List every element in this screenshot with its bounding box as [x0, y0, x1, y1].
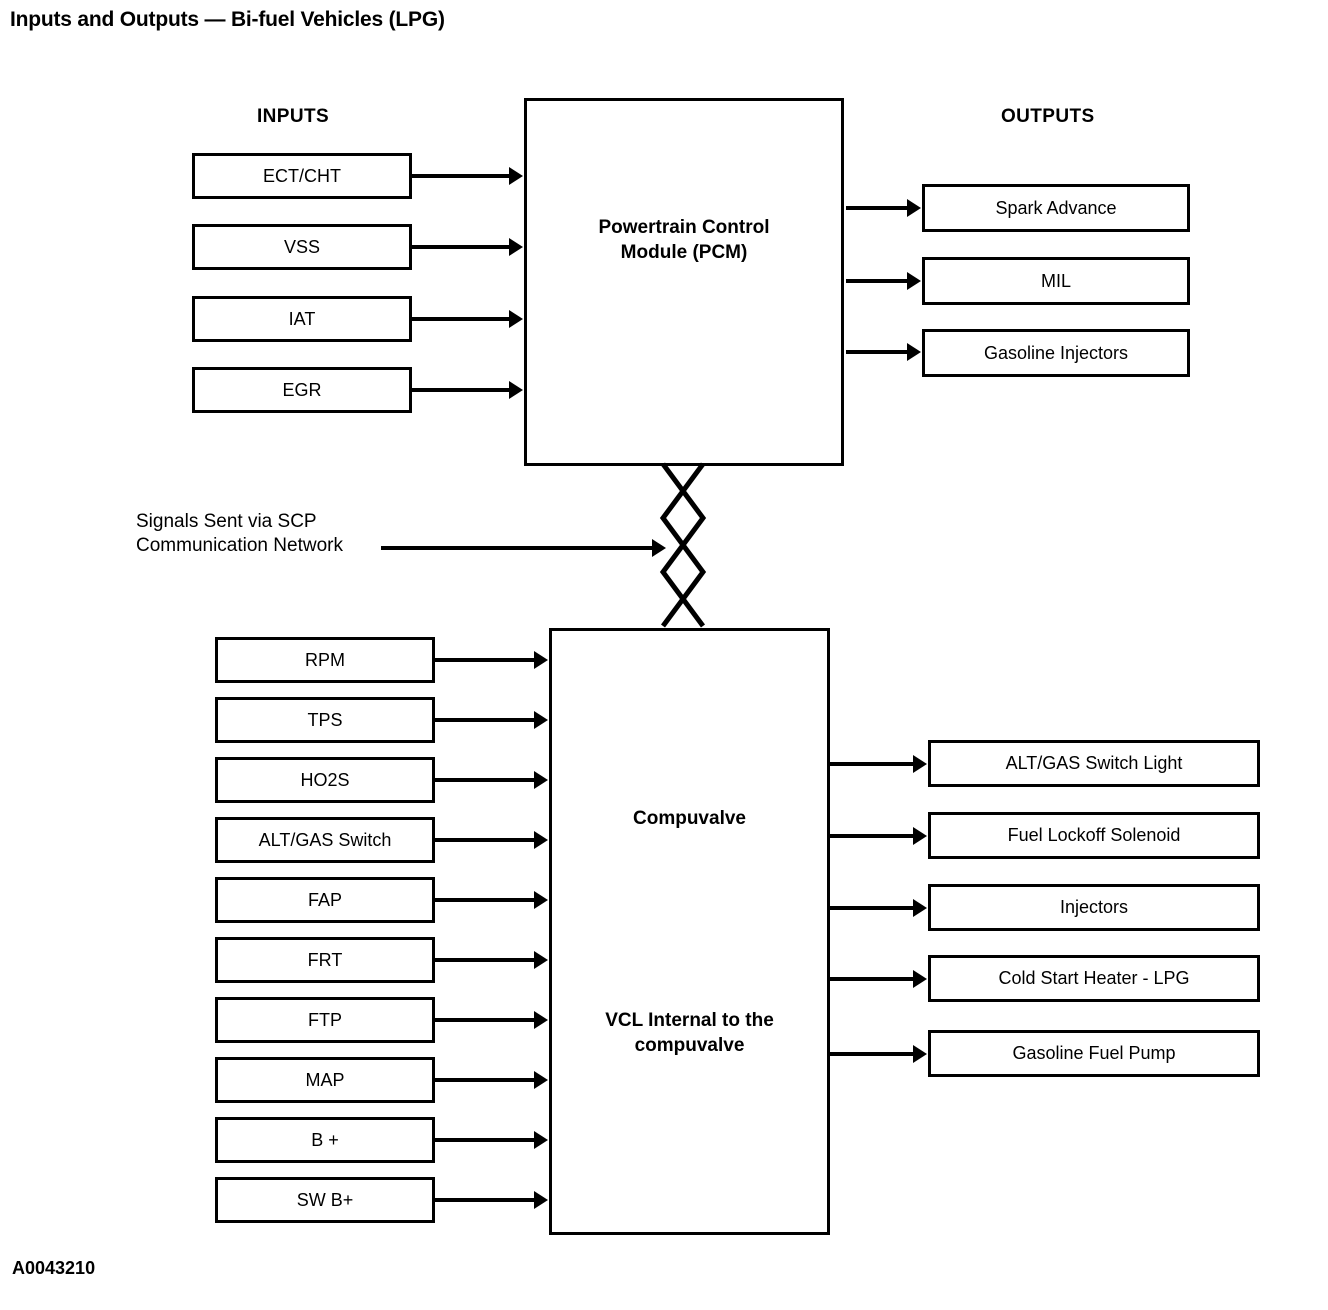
output-label: Cold Start Heater - LPG [998, 968, 1190, 989]
input-box-tps[interactable]: TPS [215, 697, 435, 743]
arrow-alt-gas-switch-to-compuvalve [435, 831, 548, 849]
output-label: MIL [1040, 270, 1071, 291]
input-box-alt-gas-switch[interactable]: ALT/GAS Switch [215, 817, 435, 863]
input-label: ALT/GAS Switch [258, 829, 392, 850]
figure-id: A0043210 [12, 1258, 96, 1278]
input-label: EGR [282, 379, 322, 400]
output-box-injectors[interactable]: Injectors [928, 884, 1260, 931]
page-title: Inputs and Outputs — Bi-fuel Vehicles (L… [10, 8, 445, 31]
input-label: MAP [305, 1069, 345, 1090]
input-label: IAT [288, 308, 316, 329]
input-label: SW B+ [296, 1189, 354, 1210]
input-box-sw-b-plus[interactable]: SW B+ [215, 1177, 435, 1223]
module-pcm[interactable]: Powertrain Control Module (PCM) [524, 98, 844, 466]
input-box-vss[interactable]: VSS [192, 224, 412, 270]
input-box-iat[interactable]: IAT [192, 296, 412, 342]
input-box-rpm[interactable]: RPM [215, 637, 435, 683]
arrow-frt-to-compuvalve [435, 951, 548, 969]
arrow-vss-to-pcm [412, 238, 523, 256]
input-label: VSS [283, 236, 321, 257]
arrow-b-plus-to-compuvalve [435, 1131, 548, 1149]
output-box-cold-start-heater-lpg[interactable]: Cold Start Heater - LPG [928, 955, 1260, 1002]
input-label: ECT/CHT [263, 165, 341, 186]
output-label: Gasoline Injectors [983, 342, 1129, 363]
arrow-compuvalve-to-alt-gas-switch-light [830, 755, 927, 773]
arrow-ect-cht-to-pcm [412, 167, 523, 185]
arrow-pcm-to-mil [846, 272, 921, 290]
arrow-tps-to-compuvalve [435, 711, 548, 729]
output-label: Gasoline Fuel Pump [1012, 1043, 1176, 1064]
input-label: FRT [307, 949, 343, 970]
output-box-alt-gas-switch-light[interactable]: ALT/GAS Switch Light [928, 740, 1260, 787]
input-label: RPM [305, 649, 345, 670]
inputs-column-header: INPUTS [257, 106, 330, 127]
output-box-gasoline-injectors[interactable]: Gasoline Injectors [922, 329, 1190, 377]
arrow-compuvalve-to-cold-start-heater [830, 970, 927, 988]
input-box-ftp[interactable]: FTP [215, 997, 435, 1043]
input-box-ho2s[interactable]: HO2S [215, 757, 435, 803]
arrow-map-to-compuvalve [435, 1071, 548, 1089]
input-label: B + [311, 1129, 339, 1150]
input-label: HO2S [300, 769, 350, 790]
output-label: Spark Advance [995, 197, 1117, 218]
pcm-label-line1: Powertrain Control [598, 217, 770, 238]
arrow-iat-to-pcm [412, 310, 523, 328]
output-box-spark-advance[interactable]: Spark Advance [922, 184, 1190, 232]
arrow-rpm-to-compuvalve [435, 651, 548, 669]
input-box-b-plus[interactable]: B + [215, 1117, 435, 1163]
arrow-compuvalve-to-gasoline-fuel-pump [830, 1045, 927, 1063]
input-box-map[interactable]: MAP [215, 1057, 435, 1103]
output-label: Injectors [1059, 897, 1129, 918]
output-box-fuel-lockoff-solenoid[interactable]: Fuel Lockoff Solenoid [928, 812, 1260, 859]
compuvalve-label-top: Compuvalve [633, 808, 746, 829]
input-label: TPS [307, 709, 343, 730]
scp-network-label: Signals Sent via SCP Communication Netwo… [136, 510, 343, 559]
arrow-egr-to-pcm [412, 381, 523, 399]
arrow-ftp-to-compuvalve [435, 1011, 548, 1029]
compuvalve-label-bottom-line1: VCL Internal to the [605, 1010, 774, 1031]
input-label: FAP [307, 889, 342, 910]
pcm-label-line2: Module (PCM) [620, 242, 748, 263]
compuvalve-label-bottom-line2: compuvalve [634, 1035, 745, 1056]
input-box-fap[interactable]: FAP [215, 877, 435, 923]
output-box-gasoline-fuel-pump[interactable]: Gasoline Fuel Pump [928, 1030, 1260, 1077]
module-compuvalve[interactable]: Compuvalve VCL Internal to the compuvalv… [549, 628, 830, 1235]
arrow-compuvalve-to-fuel-lockoff-solenoid [830, 827, 927, 845]
input-box-egr[interactable]: EGR [192, 367, 412, 413]
arrow-scp-label-to-braid [381, 539, 666, 557]
arrow-ho2s-to-compuvalve [435, 771, 548, 789]
arrow-sw-b-plus-to-compuvalve [435, 1191, 548, 1209]
output-box-mil[interactable]: MIL [922, 257, 1190, 305]
input-box-ect-cht[interactable]: ECT/CHT [192, 153, 412, 199]
scp-network-label-line1: Signals Sent via SCP [136, 511, 317, 532]
arrow-fap-to-compuvalve [435, 891, 548, 909]
output-label: Fuel Lockoff Solenoid [1007, 825, 1181, 846]
arrow-compuvalve-to-injectors [830, 899, 927, 917]
scp-network-braid-icon [659, 462, 707, 628]
output-label: ALT/GAS Switch Light [1005, 753, 1183, 774]
scp-network-label-line2: Communication Network [136, 535, 343, 557]
arrow-pcm-to-spark-advance [846, 199, 921, 217]
arrow-pcm-to-gasoline-injectors [846, 343, 921, 361]
input-box-frt[interactable]: FRT [215, 937, 435, 983]
outputs-column-header: OUTPUTS [1001, 106, 1095, 127]
input-label: FTP [308, 1009, 342, 1030]
